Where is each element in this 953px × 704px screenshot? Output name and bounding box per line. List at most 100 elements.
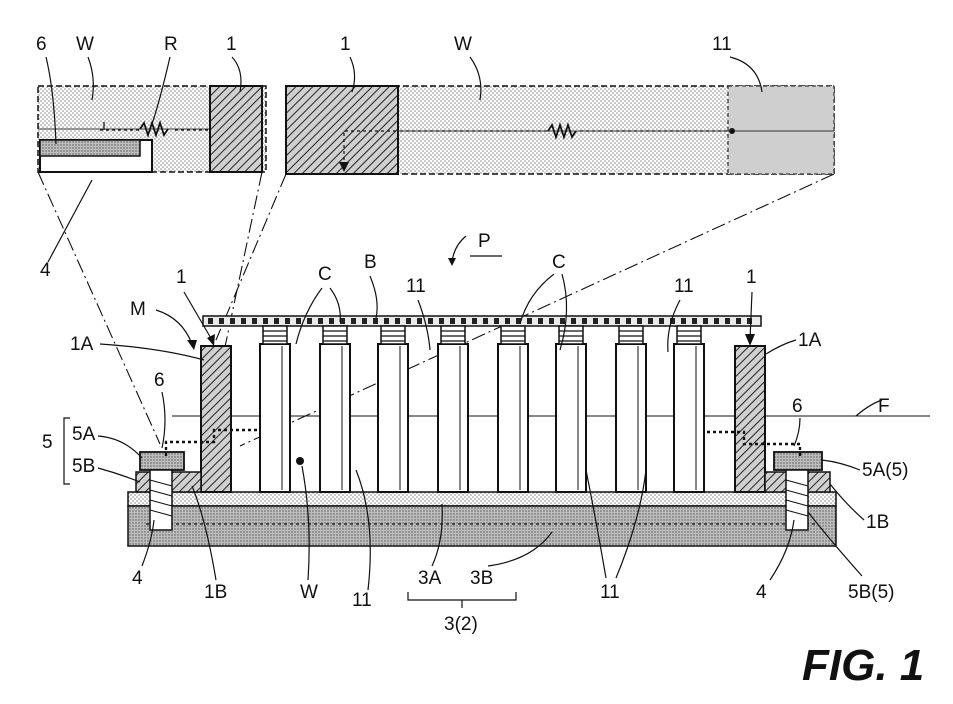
plate-contact-dot bbox=[329, 318, 334, 324]
brace-3-2 bbox=[408, 592, 516, 600]
plate-contact-dot bbox=[406, 318, 411, 324]
plate-contact-dot bbox=[241, 318, 246, 324]
plate-contact-dot bbox=[274, 318, 279, 324]
plate-contact-dot bbox=[461, 318, 466, 324]
label-5a5: 5A(5) bbox=[862, 460, 908, 481]
label-1-right: 1 bbox=[746, 267, 757, 288]
label-c-left: C bbox=[318, 264, 332, 285]
wafer-w-dot bbox=[296, 457, 304, 465]
plate-contact-dot bbox=[626, 318, 631, 324]
cell-11 bbox=[674, 326, 704, 492]
plate-contact-dot bbox=[571, 318, 576, 324]
plate-contact-dot bbox=[703, 318, 708, 324]
leader-5b-left bbox=[98, 468, 140, 482]
label-r: R bbox=[164, 34, 178, 55]
label-1-top-left: 1 bbox=[226, 34, 237, 55]
plate-contact-dot bbox=[725, 318, 730, 324]
arrow-m-icon bbox=[187, 340, 197, 350]
label-5a-left: 5A bbox=[72, 424, 96, 445]
plate-contact-dot bbox=[219, 318, 224, 324]
label-4-top: 4 bbox=[40, 260, 51, 281]
node-dot bbox=[729, 128, 735, 134]
detail-left-electrode-1 bbox=[210, 86, 262, 172]
plate-contact-dot bbox=[681, 318, 686, 324]
electrode-1a-left bbox=[201, 346, 231, 492]
arrow-1-right-icon bbox=[745, 334, 755, 346]
plate-contact-dot bbox=[582, 318, 587, 324]
plate-contact-dot bbox=[472, 318, 477, 324]
label-1b-right: 1B bbox=[866, 512, 889, 533]
detail-right-electrode-1 bbox=[286, 86, 398, 174]
projection-lines bbox=[38, 172, 834, 446]
label-5b5: 5B(5) bbox=[848, 582, 894, 603]
plate-contact-dot bbox=[417, 318, 422, 324]
cell-11 bbox=[378, 326, 408, 492]
plate-contact-dot bbox=[483, 318, 488, 324]
plate-contact-dot bbox=[252, 318, 257, 324]
detail-right-cell-11 bbox=[728, 86, 834, 174]
label-6-top: 6 bbox=[36, 34, 47, 55]
plate-contact-dot bbox=[450, 318, 455, 324]
figure-caption: FIG. 1 bbox=[802, 641, 924, 690]
plate-contact-dot bbox=[527, 318, 532, 324]
plate-contact-dot bbox=[714, 318, 719, 324]
label-m: M bbox=[130, 299, 146, 320]
detail-left-part-6 bbox=[40, 140, 140, 156]
label-5: 5 bbox=[42, 432, 53, 453]
label-11-bottom-a: 11 bbox=[352, 590, 372, 611]
leader-5a5 bbox=[822, 460, 860, 470]
plate-contact-dot bbox=[230, 318, 235, 324]
electrode-1a-right bbox=[735, 346, 765, 492]
plate-contact-dot bbox=[307, 318, 312, 324]
plate-contact-dot bbox=[351, 318, 356, 324]
label-1-top-right: 1 bbox=[340, 34, 351, 55]
plate-contact-dot bbox=[505, 318, 510, 324]
label-c-right: C bbox=[552, 252, 566, 273]
plate-contact-dot bbox=[604, 318, 609, 324]
label-4-right: 4 bbox=[756, 582, 767, 603]
cell-11 bbox=[498, 326, 528, 492]
label-w-top-left: W bbox=[76, 34, 94, 55]
label-f: F bbox=[878, 396, 890, 417]
arrow-1-left-icon bbox=[207, 334, 215, 346]
label-6-left: 6 bbox=[154, 370, 165, 391]
cell-11 bbox=[556, 326, 586, 492]
plate-contact-dot bbox=[395, 318, 400, 324]
label-11-top-right: 11 bbox=[712, 34, 732, 55]
leader-b bbox=[370, 276, 377, 318]
leader-6-right bbox=[794, 418, 800, 446]
label-w-top-right: W bbox=[454, 34, 472, 55]
leader-1a-left bbox=[100, 344, 204, 360]
label-4-left: 4 bbox=[132, 568, 143, 589]
label-p: P bbox=[478, 231, 491, 252]
label-1b-left: 1B bbox=[204, 582, 227, 603]
plate-contact-dot bbox=[659, 318, 664, 324]
label-1a-left: 1A bbox=[70, 334, 94, 355]
plate-contact-dot bbox=[384, 318, 389, 324]
plate-contact-dot bbox=[538, 318, 543, 324]
bolt-head-5a-left bbox=[140, 452, 184, 470]
label-b: B bbox=[364, 252, 377, 273]
plate-contact-dot bbox=[439, 318, 444, 324]
cells-11 bbox=[260, 326, 704, 492]
main-assembly: P bbox=[128, 231, 930, 546]
leader-1a-right bbox=[766, 340, 796, 354]
plate-contact-dot bbox=[428, 318, 433, 324]
base-layer-3a bbox=[128, 492, 836, 506]
detail-right: 1 W 11 bbox=[286, 34, 834, 174]
plate-contact-dot bbox=[637, 318, 642, 324]
plate-contact-dot bbox=[736, 318, 741, 324]
label-11-bottom-b: 11 bbox=[600, 582, 620, 603]
label-3a: 3A bbox=[418, 568, 442, 589]
label-5b-left: 5B bbox=[72, 456, 95, 477]
cell-11 bbox=[438, 326, 468, 492]
plate-contact-dot bbox=[494, 318, 499, 324]
brace-5 bbox=[64, 418, 70, 484]
leader-5a-left bbox=[98, 436, 142, 458]
plate-contact-dot bbox=[560, 318, 565, 324]
plate-contact-dot bbox=[549, 318, 554, 324]
plate-contact-dot bbox=[615, 318, 620, 324]
plate-contact-dot bbox=[692, 318, 697, 324]
